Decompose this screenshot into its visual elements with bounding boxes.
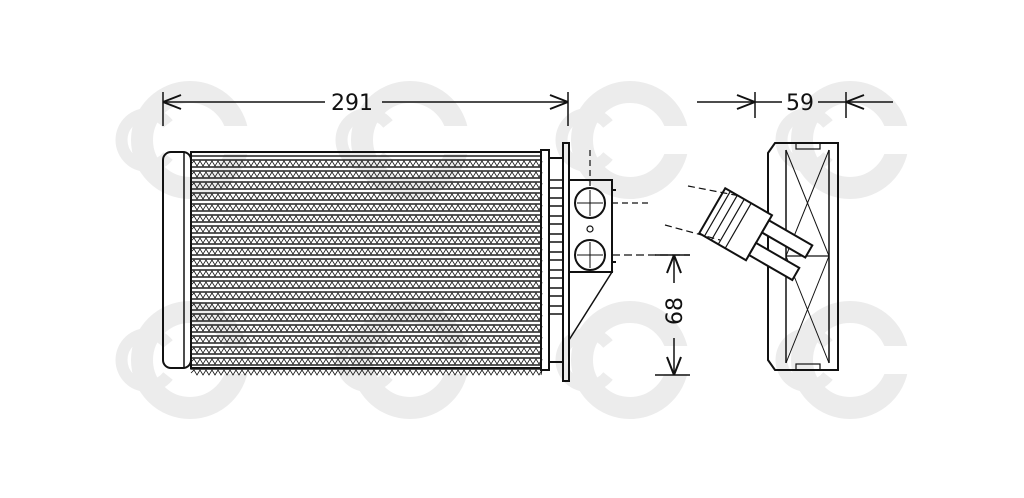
core-fin-row [190, 347, 543, 354]
side-pipe-connector [697, 186, 814, 282]
core-tube [190, 210, 542, 216]
core-fin-row [190, 303, 543, 310]
core-fin-row [190, 336, 543, 343]
side-view [664, 142, 839, 371]
watermark-c-logo [122, 312, 252, 408]
core-fin-row [190, 369, 543, 376]
outlet-pipe [574, 239, 606, 271]
watermark-c-logo [562, 92, 692, 188]
length-label: 291 [331, 91, 373, 116]
core-tube [190, 177, 542, 183]
inlet-pipe [574, 187, 606, 219]
core-tube [190, 188, 542, 194]
core-fin-row [190, 237, 543, 244]
core-fin-row [190, 259, 543, 266]
core-tube [190, 243, 542, 249]
depth-label: 59 [786, 91, 814, 116]
side-tank-outline [767, 142, 839, 371]
core-tube [190, 276, 542, 282]
core-tube [190, 254, 542, 260]
core-fin-row [190, 314, 543, 321]
watermark-c-logo [122, 92, 252, 188]
fixing-rivets [548, 179, 564, 315]
core-fin-row [190, 160, 543, 167]
support-bracket [568, 271, 614, 341]
core-tube [190, 221, 542, 227]
core-tube [190, 309, 542, 315]
right-header [540, 149, 550, 371]
dimension-depth [697, 92, 893, 118]
core-tube [190, 298, 542, 304]
core-fin-row [190, 171, 543, 178]
core-tube [190, 287, 542, 293]
core-fin-row [190, 182, 543, 189]
core-fin-row [190, 204, 543, 211]
core-tube [190, 265, 542, 271]
core-tube [190, 232, 542, 238]
core-fin-row [190, 281, 543, 288]
watermark-c-logo [562, 312, 692, 408]
mounting-flange [562, 142, 570, 382]
core-fin-row [190, 215, 543, 222]
core-fin-row [190, 358, 543, 365]
pipe-spacing-label: 68 [663, 297, 688, 325]
core-fin-row [190, 193, 543, 200]
core-fin-row [190, 248, 543, 255]
core-fin-row [190, 292, 543, 299]
core-tube [190, 199, 542, 205]
dimension-pipe-spacing [655, 254, 690, 376]
front-view [162, 142, 690, 382]
dimension-length [162, 92, 569, 126]
core-fin-row [190, 270, 543, 277]
core-fin-row [190, 226, 543, 233]
core-fin-row [190, 325, 543, 332]
